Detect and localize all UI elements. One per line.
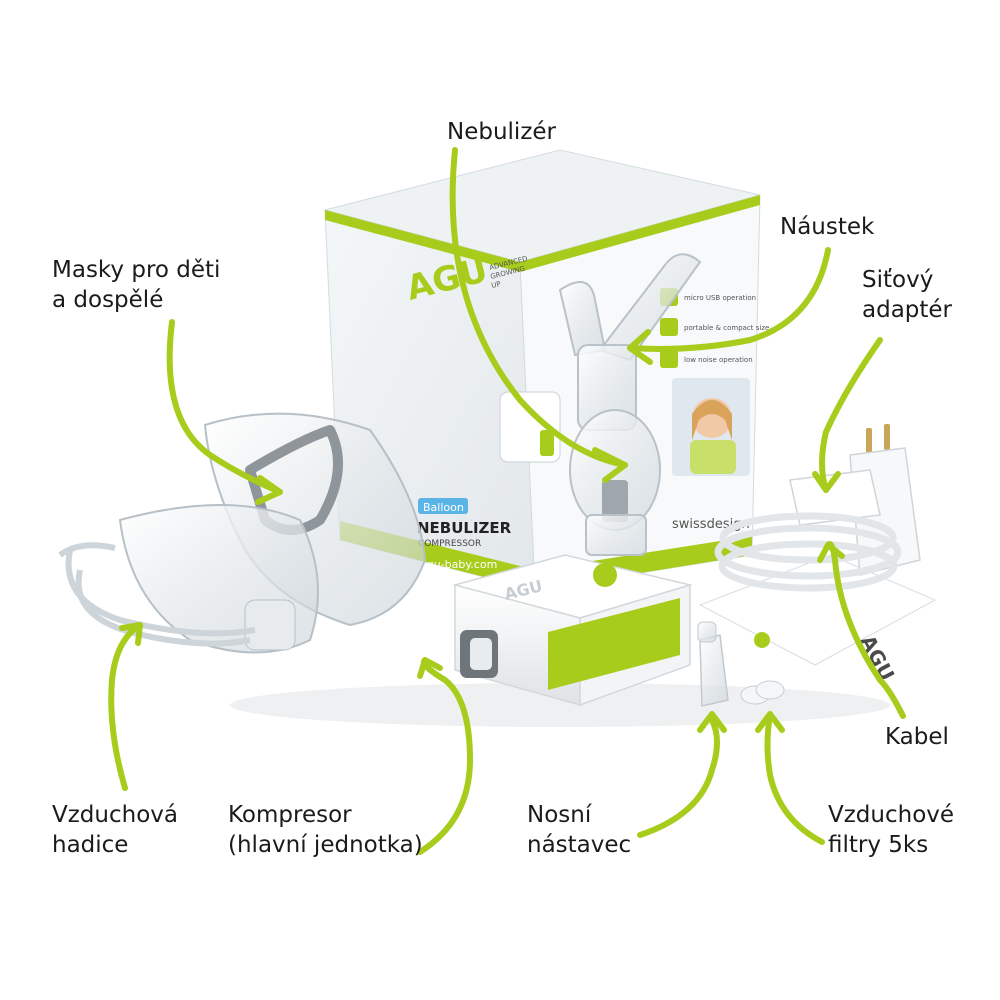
hose-end — [58, 542, 116, 558]
label-tube-line1: Vzduchová — [52, 802, 178, 828]
adapter-prong-2 — [884, 424, 890, 450]
label-adapter-line2: adaptér — [862, 297, 953, 323]
box-website: agu-baby.com — [420, 558, 497, 571]
box-feature-2: portable & compact size — [684, 324, 769, 332]
booklet-dot — [754, 632, 770, 648]
booklet-page — [698, 554, 937, 666]
label-tube: Vzduchová hadice — [52, 800, 178, 860]
arrow-masks — [166, 319, 283, 495]
label-nebulizer: Nebulizér — [447, 117, 556, 147]
box-badge: Balloon — [423, 501, 464, 514]
arrow-nebulizer — [449, 147, 628, 468]
arrow-mouthpiece-head — [627, 329, 653, 365]
label-adapter: Siťový adaptér — [862, 265, 952, 325]
adapter-prong-1 — [866, 428, 872, 454]
label-cable-text: Kabel — [885, 724, 949, 750]
mouthpiece-tube — [598, 253, 702, 362]
box-child-hair — [692, 400, 732, 440]
cable-coil-3 — [718, 540, 898, 592]
arrow-nasal — [637, 717, 720, 838]
arrow-tube — [108, 622, 143, 791]
label-nebulizer-text: Nebulizér — [447, 119, 556, 145]
box-badge-bg — [418, 498, 468, 514]
box-tagline-3: UP — [491, 280, 502, 290]
arrow-filters — [764, 712, 825, 845]
label-nasal-line2: nástavec — [527, 832, 632, 858]
arrow-mouthpiece — [627, 247, 831, 352]
nasal-tip — [697, 621, 717, 643]
compressor-green-panel — [548, 598, 680, 690]
feature-icon-2 — [660, 318, 678, 336]
arrow-adapter — [819, 337, 883, 493]
label-filters-line2: filtry 5ks — [828, 832, 929, 858]
label-adapter-line1: Siťový — [862, 267, 934, 293]
box-green-band-top — [325, 210, 520, 272]
feature-icon-3 — [660, 350, 678, 368]
box-feature-3: low noise operation — [684, 356, 753, 364]
label-masks-line1: Masky pro děti — [52, 257, 221, 283]
label-compressor-line2: (hlavní jednotka) — [228, 832, 423, 858]
cable-coil-2 — [714, 524, 902, 580]
box-subtitle: COMPRESSOR — [418, 539, 481, 549]
box-device-stripe — [540, 430, 554, 456]
nebulizer-base — [585, 514, 647, 556]
usb-cable — [714, 512, 902, 592]
arrow-compressor-head — [417, 657, 443, 679]
label-filters: Vzduchové filtry 5ks — [828, 800, 954, 860]
label-mouthpiece-text: Náustek — [780, 214, 875, 240]
nebulizer-top — [558, 281, 607, 357]
arrow-tube-head — [119, 622, 143, 646]
label-masks-line2: a dospělé — [52, 287, 164, 313]
label-mouthpiece: Náustek — [780, 212, 874, 242]
hose-loop-1 — [65, 549, 256, 637]
compressor-nozzle — [593, 563, 617, 587]
box-side-green-top — [520, 195, 760, 272]
arrow-filters-head — [755, 711, 785, 733]
box-child-shirt — [690, 440, 736, 474]
mask-connector — [244, 599, 296, 651]
label-compressor-line1: Kompresor — [228, 802, 352, 828]
label-nasal-line1: Nosní — [527, 802, 592, 828]
label-filters-line1: Vzduchové — [828, 802, 955, 828]
label-nasal: Nosní nástavec — [527, 800, 631, 860]
arrow-masks-head — [255, 475, 283, 505]
nebulizer-core — [602, 480, 628, 522]
arrow-compressor — [417, 657, 473, 855]
compressor-switch-inner — [470, 638, 492, 670]
label-cable: Kabel — [885, 722, 949, 752]
power-adapter — [789, 424, 921, 576]
box-product-name: NEBULIZER — [417, 519, 512, 537]
label-masks: Masky pro děti a dospělé — [52, 255, 220, 315]
compressor-unit: AGU — [452, 554, 693, 707]
adapter-base — [789, 469, 881, 526]
arrow-cable-head — [817, 542, 845, 563]
label-compressor: Kompresor (hlavní jednotka) — [228, 800, 423, 860]
cable-coil-1 — [719, 512, 897, 564]
box-feature-1: micro USB operation — [684, 294, 756, 302]
arrow-nasal-head — [697, 711, 727, 733]
filter-2 — [755, 680, 785, 700]
masks — [118, 412, 427, 654]
nebulizer-cup — [558, 253, 702, 556]
arrow-adapter-head — [812, 471, 841, 493]
label-tube-line2: hadice — [52, 832, 129, 858]
nasal-attachment — [697, 621, 729, 707]
arrow-nebulizer-head — [592, 447, 628, 483]
nasal-piece — [699, 634, 729, 707]
air-filters — [740, 680, 785, 705]
product-box: AGU ADVANCED GROWING UP Balloon NEBULIZE… — [323, 149, 769, 591]
